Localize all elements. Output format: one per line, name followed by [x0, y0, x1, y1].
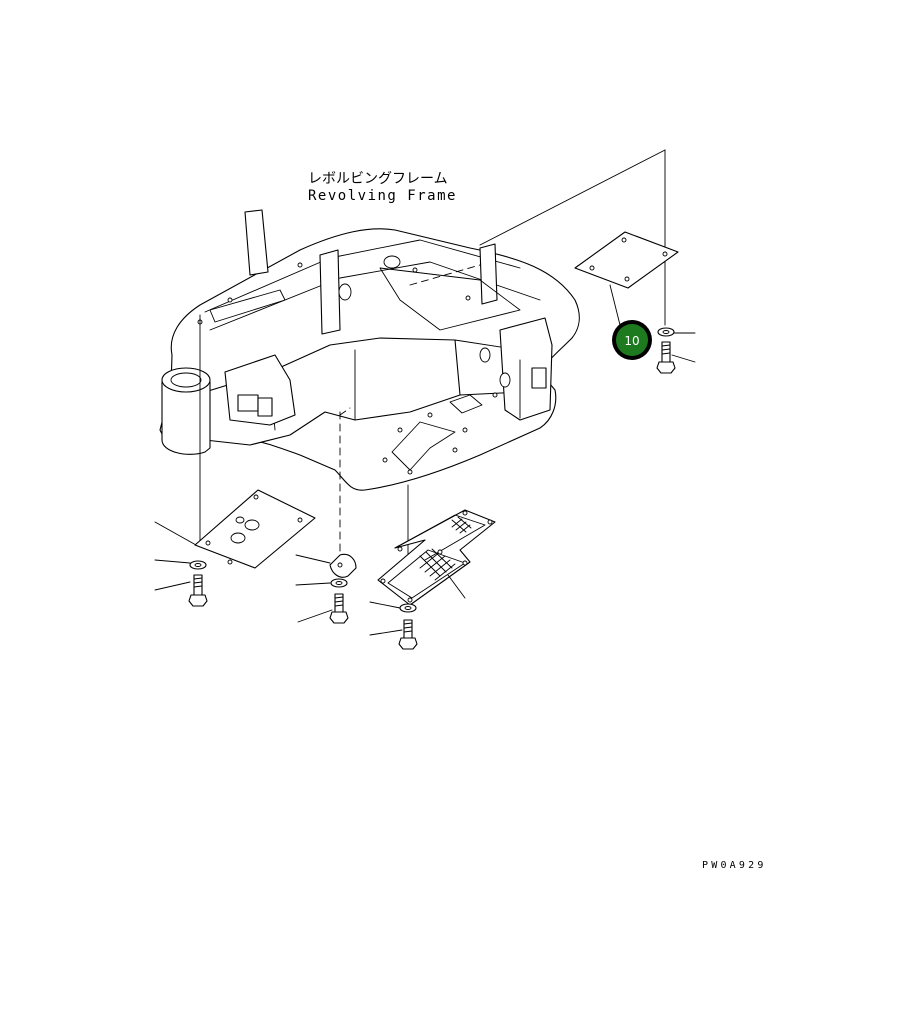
leader-bolt-bottom [369, 629, 403, 636]
drawing-code: PW0A929 [702, 860, 767, 871]
bolt-right[interactable] [656, 341, 676, 374]
revolving-frame[interactable] [159, 209, 580, 491]
undercover-center[interactable] [329, 553, 357, 578]
leader-cover-left [154, 521, 197, 546]
undercover-left[interactable] [194, 489, 316, 569]
leader-bolt-left [154, 581, 191, 591]
deck-holes [197, 262, 498, 475]
leader-washer-center [295, 582, 331, 586]
leader-cover-mesh [447, 574, 466, 599]
washer-bottom[interactable] [399, 603, 417, 613]
bolt-left[interactable] [188, 574, 208, 607]
leader-washer-left [154, 559, 191, 564]
washer-right[interactable] [657, 327, 675, 337]
leader-cover-center [295, 554, 331, 564]
leader-bolt-center [297, 609, 333, 623]
title-english: Revolving Frame [308, 188, 457, 204]
washer-center[interactable] [330, 578, 348, 588]
mesh-grille-small [451, 516, 472, 534]
callout-badge[interactable]: 10 [612, 320, 652, 360]
leader-cover-right [609, 284, 621, 326]
leader-washer-bottom [369, 601, 401, 609]
washer-left[interactable] [189, 560, 207, 570]
leader-bolt-right [671, 354, 696, 363]
bolt-center[interactable] [329, 593, 349, 624]
cover-plate-right[interactable] [574, 231, 679, 289]
bolt-bottom[interactable] [398, 619, 418, 650]
undercover-mesh[interactable] [377, 509, 496, 606]
callout-number: 10 [624, 334, 639, 348]
title-japanese: レボルビングフレーム [308, 171, 448, 187]
mesh-grille-large [419, 548, 456, 581]
leader-top [479, 149, 666, 246]
